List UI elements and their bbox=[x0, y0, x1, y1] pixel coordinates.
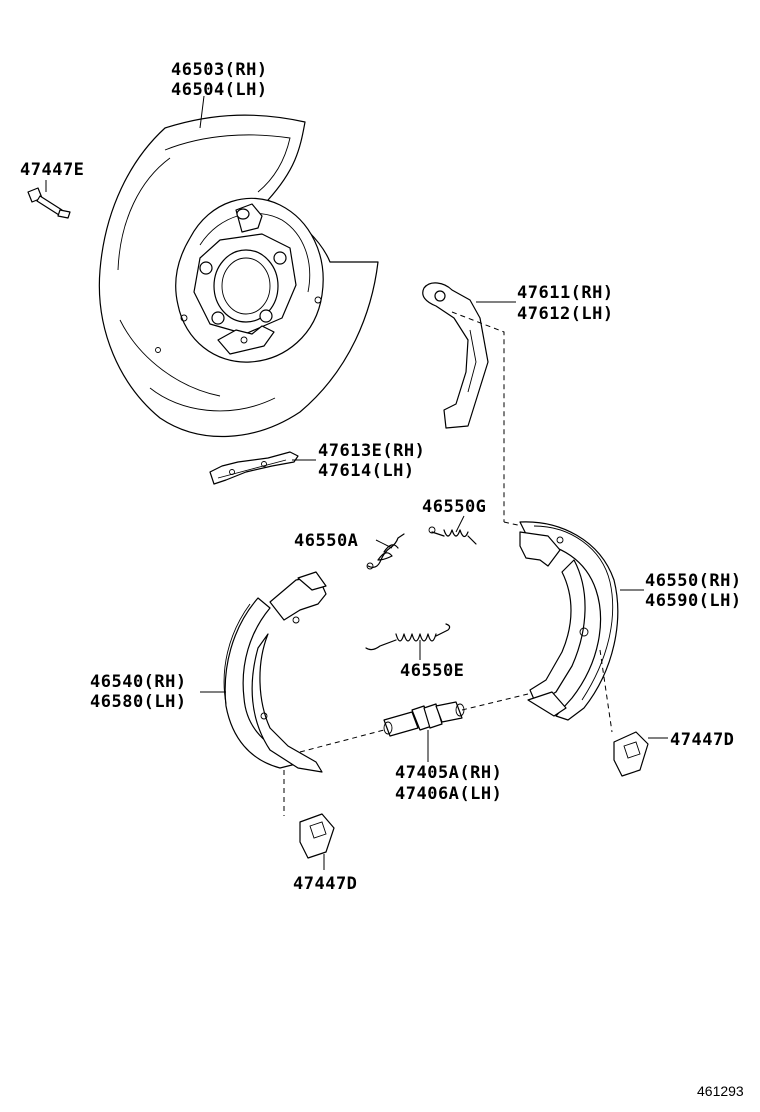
label-adjuster-rh: 47405A(RH) bbox=[395, 763, 502, 783]
label-shoe-right-lh: 46590(LH) bbox=[645, 591, 742, 611]
label-shoe-left-rh: 46540(RH) bbox=[90, 672, 187, 692]
label-spring-g: 46550G bbox=[422, 497, 486, 517]
clip-bottom-drawing bbox=[299, 813, 335, 859]
backing-plate-drawing bbox=[98, 114, 379, 438]
label-shoe-right-rh: 46550(RH) bbox=[645, 571, 742, 591]
label-lever-lh: 47612(LH) bbox=[517, 304, 614, 324]
label-lever-rh: 47611(RH) bbox=[517, 283, 614, 303]
leader-lines bbox=[45, 95, 668, 870]
label-shoe-left-lh: 46580(LH) bbox=[90, 692, 187, 712]
adjuster-drawing bbox=[383, 701, 465, 737]
label-adjuster-lh: 47406A(LH) bbox=[395, 784, 502, 804]
label-bolt: 47447E bbox=[20, 160, 84, 180]
spring-a-drawing bbox=[366, 533, 405, 570]
parking-lever-drawing bbox=[422, 282, 489, 429]
spring-g-drawing bbox=[428, 526, 477, 545]
label-backing-plate-lh: 46504(LH) bbox=[171, 80, 268, 100]
spring-e-drawing bbox=[365, 623, 451, 651]
label-strut-rh: 47613E(RH) bbox=[318, 441, 425, 461]
bolt-drawing bbox=[27, 187, 71, 219]
figure-number: 461293 bbox=[697, 1083, 744, 1099]
strut-drawing bbox=[209, 451, 299, 485]
assembly-dashed-lines bbox=[283, 311, 613, 816]
label-backing-plate-rh: 46503(RH) bbox=[171, 60, 268, 80]
label-clip-bottom: 47447D bbox=[293, 874, 357, 894]
label-spring-a: 46550A bbox=[294, 531, 358, 551]
right-brake-shoe-drawing bbox=[519, 521, 619, 721]
left-brake-shoe-drawing bbox=[223, 571, 327, 773]
clip-right-drawing bbox=[613, 731, 649, 777]
label-spring-e: 46550E bbox=[400, 661, 464, 681]
label-strut-lh: 47614(LH) bbox=[318, 461, 415, 481]
label-clip-right: 47447D bbox=[670, 730, 734, 750]
